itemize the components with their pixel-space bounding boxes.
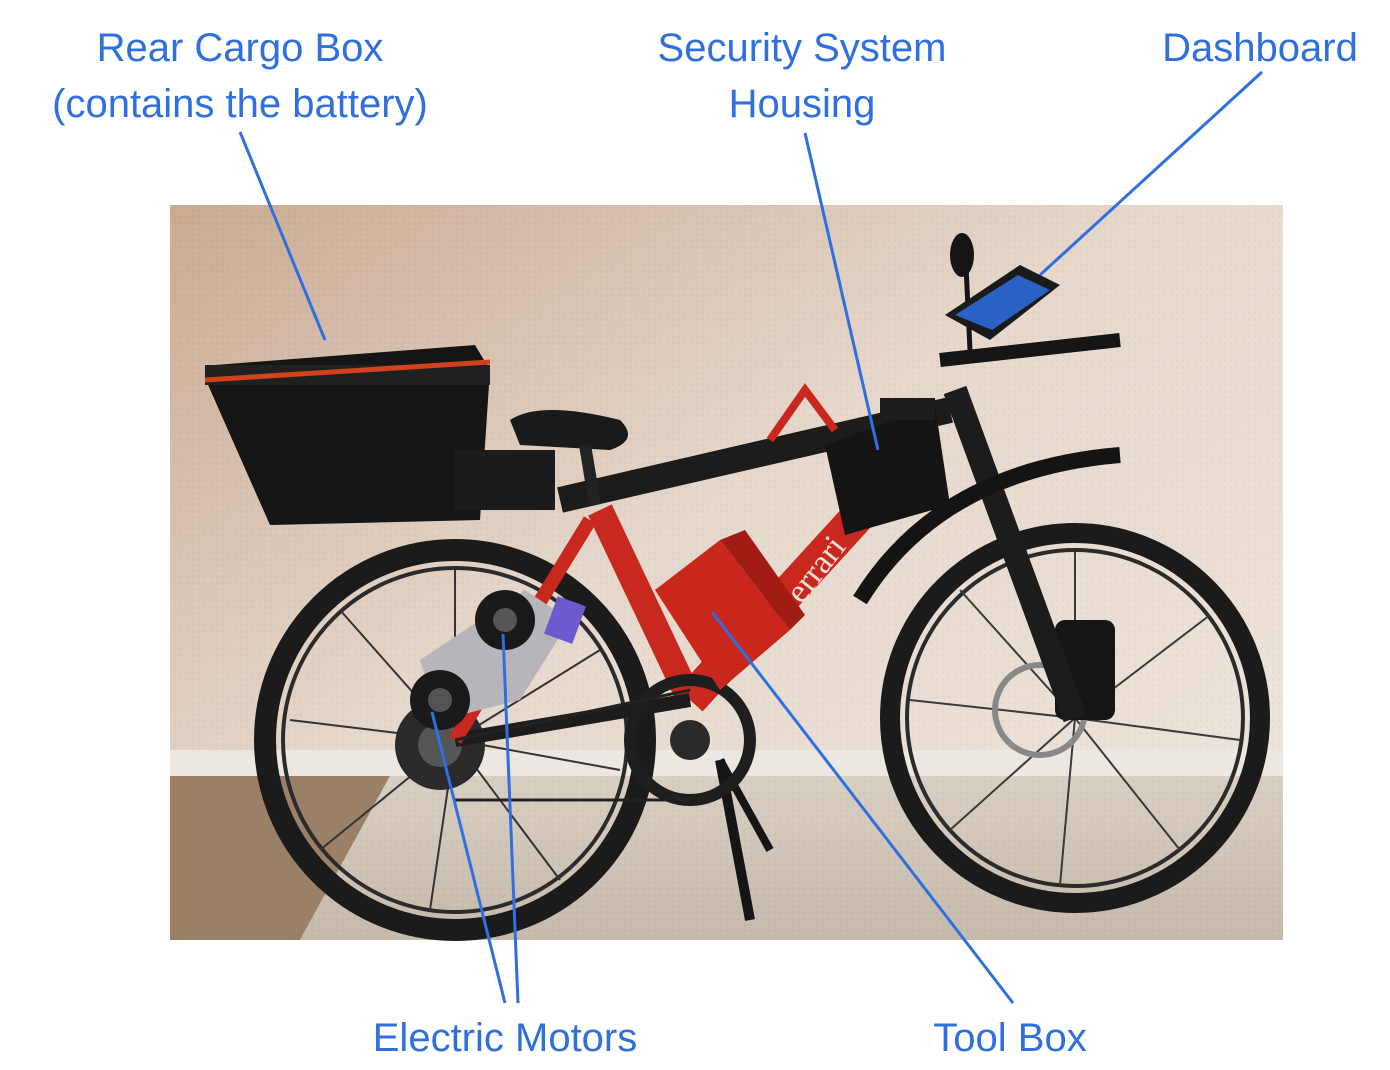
label-dashboard: Dashboard [1162,26,1358,70]
electric-motors-shape [410,590,586,730]
cockpit [939,233,1121,367]
label-rear-cargo-box-line1: Rear Cargo Box [96,26,384,70]
leader-tool-box [710,611,1015,1004]
label-rear-cargo-box-line2: (contains the battery) [52,82,428,126]
security-system-housing [825,398,950,535]
label-security-system-line2: Housing [728,82,876,126]
rear-cargo-box [204,345,555,525]
leader-electric-motor-1 [430,711,507,1004]
label-security-system-line1: Security System [657,26,947,70]
label-security-system: Security System Housing [612,20,992,132]
leader-dashboard [1038,70,1264,277]
leader-security-system [803,132,880,451]
tool-box-shape [655,530,805,690]
leader-lines [238,70,1264,1004]
label-electric-motors: Electric Motors [372,1016,638,1060]
seat [510,410,628,506]
leader-rear-cargo-box [238,131,327,341]
label-tool-box: Tool Box [933,1016,1087,1060]
label-rear-cargo-box: Rear Cargo Box (contains the battery) [10,20,470,132]
leader-electric-motor-2 [501,633,520,1004]
